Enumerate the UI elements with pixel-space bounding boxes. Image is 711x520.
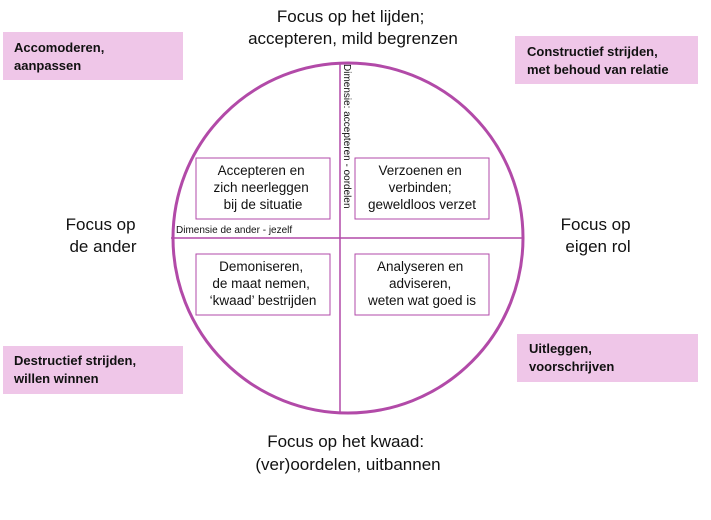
axis-bottom-line-1: Focus op het kwaad:	[267, 432, 424, 451]
quadrant-bottom-left-box	[195, 253, 331, 316]
quadrant-top-right-line-2: verbinden;	[389, 180, 452, 195]
corner-top-right-line-2: met behoud van relatie	[527, 62, 669, 77]
svg-text:Demoniseren, de maat nem: Demoniseren, de maat nemen, ‘kwaad’ best…	[210, 259, 317, 308]
axis-left-label: Focus op de ander	[66, 215, 141, 256]
quadrant-bottom-left-line-3: ‘kwaad’ bestrijden	[210, 293, 317, 308]
svg-text:Constructief strijden, m: Constructief strijden, met behoud van re…	[527, 44, 669, 77]
corner-top-left-box	[3, 32, 183, 80]
dimension-vertical-label: Dimensie: accepteren - oordelen	[341, 64, 352, 209]
corner-bottom-left-line-1: Destructief strijden,	[14, 353, 136, 368]
quadrant-top-right-line-1: Verzoenen en	[378, 163, 461, 178]
quadrant-top-left-line-2: zich neerleggen	[213, 180, 308, 195]
quadrant-top-left-line-1: Accepteren en	[218, 163, 305, 178]
axis-bottom-label: Focus op het kwaad: (ver)oordelen, uitba…	[255, 432, 440, 474]
axis-bottom-line-2: (ver)oordelen, uitbannen	[255, 455, 440, 474]
quadrant-top-left-box	[195, 157, 331, 220]
svg-text:Uitleggen, voorschrijven: Uitleggen, voorschrijven	[529, 341, 614, 374]
axis-left-line-2: de ander	[69, 237, 136, 256]
quadrant-top-left-line-3: bij de situatie	[224, 197, 303, 212]
svg-text:Verzoenen en verbinden;: Verzoenen en verbinden; geweldloos verze…	[368, 163, 476, 212]
axis-right-line-2: eigen rol	[565, 237, 630, 256]
corner-top-right-box	[515, 36, 698, 84]
axis-left-line-1: Focus op	[66, 215, 136, 234]
axis-right-label: Focus op eigen rol	[561, 215, 636, 256]
svg-text:Accomoderen, aanpassen: Accomoderen, aanpassen	[14, 40, 108, 73]
quadrant-top-left: Accepteren en zich neerleggen bij de sit…	[195, 157, 331, 220]
quadrant-bottom-left-line-1: Demoniseren,	[219, 259, 303, 274]
corner-bottom-right: Uitleggen, voorschrijven	[517, 334, 698, 382]
corner-top-right: Constructief strijden, met behoud van re…	[515, 36, 698, 84]
quadrant-bottom-right-line-3: weten wat goed is	[367, 293, 476, 308]
quadrant-bottom-left-line-2: de maat nemen,	[212, 276, 310, 291]
corner-bottom-left-box	[3, 346, 183, 394]
quadrant-bottom-right-line-1: Analyseren en	[377, 259, 463, 274]
axis-top-line-1: Focus op het lijden;	[277, 7, 424, 26]
corner-top-left: Accomoderen, aanpassen	[3, 32, 183, 80]
axis-top-line-2: accepteren, mild begrenzen	[248, 29, 458, 48]
corner-top-left-line-2: aanpassen	[14, 58, 81, 73]
quadrant-bottom-left: Demoniseren, de maat nemen, ‘kwaad’ best…	[195, 253, 331, 316]
svg-text:Accepteren en zich neerl: Accepteren en zich neerleggen bij de sit…	[213, 163, 312, 212]
quadrant-top-right-line-3: geweldloos verzet	[368, 197, 476, 212]
corner-top-right-line-1: Constructief strijden,	[527, 44, 658, 59]
axis-right-line-1: Focus op	[561, 215, 631, 234]
corner-bottom-right-line-1: Uitleggen,	[529, 341, 592, 356]
quadrant-bottom-right-line-2: adviseren,	[389, 276, 451, 291]
corner-bottom-right-box	[517, 334, 698, 382]
quadrant-top-right: Verzoenen en verbinden; geweldloos verze…	[354, 157, 490, 220]
corner-bottom-left: Destructief strijden, willen winnen	[3, 346, 183, 394]
corner-bottom-left-line-2: willen winnen	[13, 371, 99, 386]
svg-text:Destructief strijden, wi: Destructief strijden, willen winnen	[13, 353, 140, 386]
axis-top-label: Focus op het lijden; accepteren, mild be…	[248, 7, 458, 48]
quadrant-top-right-box	[354, 157, 490, 220]
dimension-horizontal-label: Dimensie de ander - jezelf	[176, 225, 292, 236]
corner-top-left-line-1: Accomoderen,	[14, 40, 104, 55]
quadrant-bottom-right: Analyseren en adviseren, weten wat goed …	[354, 253, 490, 316]
corner-bottom-right-line-2: voorschrijven	[529, 359, 614, 374]
svg-text:Analyseren en adviseren,: Analyseren en adviseren, weten wat goed …	[367, 259, 476, 308]
quadrant-bottom-right-box	[354, 253, 490, 316]
